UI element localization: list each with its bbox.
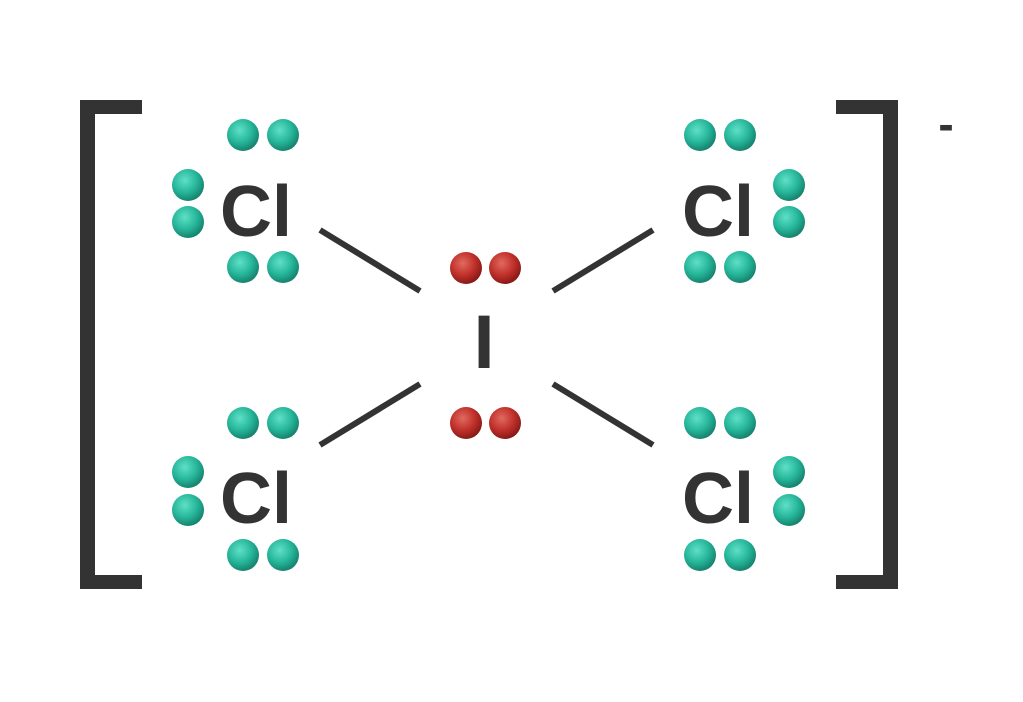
bond-bottom-left (318, 381, 422, 448)
electron-dot (267, 251, 299, 283)
bond-bottom-right (551, 381, 655, 448)
electron-dot (267, 539, 299, 571)
electron-dot (489, 407, 521, 439)
chlorine-symbol: Cl (682, 172, 754, 252)
chlorine-symbol: Cl (220, 172, 292, 252)
electron-dot (227, 251, 259, 283)
electron-dot (724, 539, 756, 571)
electron-dot (684, 119, 716, 151)
left-bracket (80, 100, 142, 589)
chlorine-atom-top-right: Cl (682, 119, 805, 283)
chlorine-atom-top-left: Cl (172, 119, 299, 283)
electron-dot (773, 456, 805, 488)
electron-dot (773, 206, 805, 238)
bond-top-left (318, 227, 422, 294)
chlorine-atom-bottom-right: Cl (682, 407, 805, 571)
electron-dot (724, 251, 756, 283)
electron-dot (267, 119, 299, 151)
bond-top-right (551, 227, 655, 294)
electron-dot (773, 169, 805, 201)
electron-dot (773, 494, 805, 526)
electron-dot (684, 251, 716, 283)
iodine-atom: I (450, 252, 521, 439)
chlorine-symbol: Cl (682, 459, 754, 539)
electron-dot (172, 456, 204, 488)
charge-label: - (938, 98, 953, 150)
electron-dot (227, 539, 259, 571)
electron-dot (227, 407, 259, 439)
electron-dot (172, 206, 204, 238)
iodine-symbol: I (473, 300, 494, 385)
electron-dot (450, 407, 482, 439)
electron-dot (227, 119, 259, 151)
electron-dot (267, 407, 299, 439)
electron-dot (724, 407, 756, 439)
electron-dot (724, 119, 756, 151)
electron-dot (489, 252, 521, 284)
chlorine-atom-bottom-left: Cl (172, 407, 299, 571)
electron-dot (684, 407, 716, 439)
right-bracket (836, 100, 898, 589)
chlorine-symbol: Cl (220, 459, 292, 539)
iodine-lone-pair-bottom (450, 407, 521, 439)
electron-dot (450, 252, 482, 284)
iodine-lone-pair-top (450, 252, 521, 284)
electron-dot (684, 539, 716, 571)
electron-dot (172, 169, 204, 201)
electron-dot (172, 494, 204, 526)
